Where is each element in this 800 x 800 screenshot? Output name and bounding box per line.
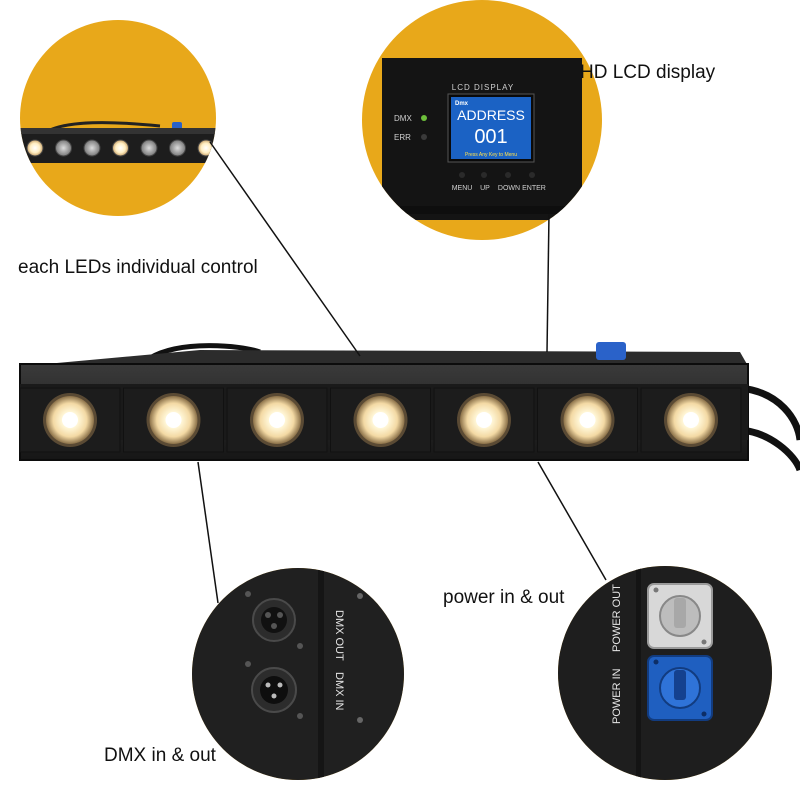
led-core bbox=[62, 412, 78, 428]
dmx-indicator-led bbox=[421, 115, 427, 121]
lcd-screen-title: ADDRESS bbox=[457, 107, 525, 123]
enter-button-label: ENTER bbox=[522, 185, 546, 192]
leader-line-leds bbox=[209, 141, 361, 357]
led-core bbox=[683, 412, 699, 428]
power-in-label: POWER IN bbox=[611, 668, 623, 724]
led-core bbox=[476, 412, 492, 428]
led-closeup-lit bbox=[112, 139, 129, 157]
down-button-label: DOWN bbox=[498, 185, 520, 192]
lcd-screen bbox=[451, 97, 531, 159]
led-core bbox=[579, 412, 596, 428]
dmx-closeup-callout: DMX OUT DMX IN bbox=[192, 568, 404, 780]
leader-line-power bbox=[537, 461, 607, 581]
dmx-out-label: DMX OUT bbox=[333, 610, 345, 661]
up-button-label: UP bbox=[480, 185, 490, 192]
led-closeup-unlit bbox=[83, 139, 101, 157]
led-core bbox=[372, 412, 389, 428]
led-core bbox=[165, 412, 182, 428]
led-closeup-unlit bbox=[140, 139, 158, 157]
fixture-led-row bbox=[19, 387, 742, 453]
led-closeup-callout bbox=[20, 20, 216, 216]
lcd-closeup-callout: LCD DISPLAY DMX ERR Dmx ADDRESS 001 Pres… bbox=[362, 0, 602, 240]
err-indicator-label: ERR bbox=[394, 133, 411, 142]
lcd-panel-header: LCD DISPLAY bbox=[452, 83, 514, 92]
enter-button-knob bbox=[529, 172, 535, 178]
power-closeup-callout: POWER OUT POWER IN bbox=[558, 566, 772, 780]
led-closeup-unlit bbox=[169, 139, 186, 157]
menu-button-knob bbox=[459, 172, 465, 178]
leader-line-dmx bbox=[197, 461, 219, 604]
led-closeup-lit bbox=[26, 139, 44, 157]
dmx-in-label: DMX IN bbox=[333, 672, 345, 711]
callout-leds-text: each LEDs individual control bbox=[18, 257, 258, 278]
led-closeup-unlit bbox=[55, 139, 72, 157]
err-indicator-led bbox=[421, 134, 427, 140]
led-core bbox=[269, 412, 285, 428]
lcd-screen-value: 001 bbox=[474, 126, 507, 148]
callout-lcd-text: HD LCD display bbox=[580, 62, 716, 83]
led-closeup-row bbox=[26, 139, 215, 157]
power-out-label: POWER OUT bbox=[611, 584, 623, 652]
menu-button-label: MENU bbox=[452, 185, 473, 192]
up-button-knob bbox=[481, 172, 487, 178]
callout-dmx-text: DMX in & out bbox=[104, 745, 216, 766]
callout-power-text: power in & out bbox=[443, 587, 565, 608]
down-button-knob bbox=[505, 172, 511, 178]
dmx-indicator-label: DMX bbox=[394, 114, 412, 123]
leader-line-lcd bbox=[546, 213, 550, 353]
led-closeup-lit bbox=[197, 139, 215, 157]
lcd-screen-hint: Press Any Key to Menu bbox=[465, 152, 517, 158]
leader-lines bbox=[197, 141, 607, 604]
lcd-brand: Dmx bbox=[455, 101, 469, 107]
